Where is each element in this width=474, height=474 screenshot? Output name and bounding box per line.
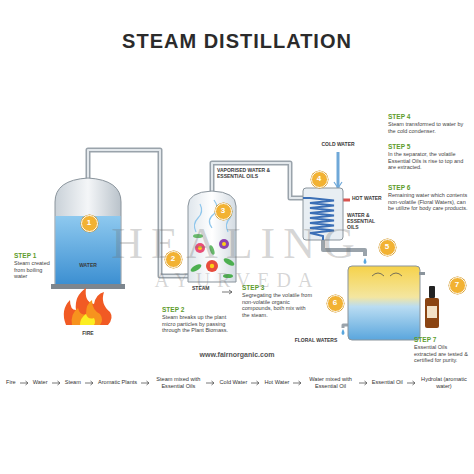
flow-arrow	[141, 380, 150, 386]
callout-circle: 6	[327, 295, 344, 312]
flow-arrow	[52, 380, 61, 386]
callout-number: 4	[317, 175, 321, 183]
flow-step: Water mixed with Essential Oil	[307, 376, 355, 389]
step-text: Remaining water which contents non-volat…	[388, 192, 468, 212]
step-heading: STEP 5	[388, 143, 468, 151]
step-text: Steam created from boiling water	[14, 260, 54, 280]
flow-arrow	[293, 380, 302, 386]
step-heading: STEP 6	[388, 184, 468, 192]
step-text: Steam transformed to water by the cold c…	[388, 121, 468, 134]
callout-number: 1	[87, 219, 91, 227]
step-text: Steam breaks up the plant micro particle…	[162, 314, 240, 334]
callout-circle: 7	[449, 277, 466, 294]
flow-sequence: Fire Water Steam Aromatic Plants Steam mixed…	[6, 376, 468, 389]
callout-number: 6	[333, 299, 337, 307]
step-heading: STEP 1	[14, 252, 54, 260]
flow-arrow	[359, 380, 368, 386]
flow-step: Aromatic Plants	[98, 379, 137, 386]
part-label: VAPORISED WATER & ESSENTIAL OILS	[217, 167, 279, 179]
callout-circle: 1	[81, 215, 98, 232]
website-url: www.fairnorganic.com	[150, 351, 324, 359]
step-text: Segregating the volatile from non-volati…	[242, 292, 312, 318]
watermark: AYURVEDA	[0, 270, 474, 290]
diagram-title: STEAM DISTILLATION	[0, 30, 474, 53]
part-label: WATER	[73, 262, 103, 268]
flow-arrow	[85, 380, 94, 386]
callout-circle: 5	[379, 239, 396, 256]
step-heading: STEP 7	[414, 336, 470, 344]
callout-circle: 3	[215, 203, 232, 220]
callout-circle: 2	[165, 251, 182, 268]
step-text: In the separator, the volatile Essential…	[388, 151, 468, 171]
callout-number: 7	[455, 281, 459, 289]
step-heading: STEP 2	[162, 306, 240, 314]
flow-step: Hydrolat (aromatic water)	[420, 376, 468, 389]
callout-number: 5	[385, 243, 389, 251]
part-label: FLORAL WATERS	[292, 337, 340, 343]
callout-number: 2	[171, 255, 175, 263]
part-label: HOT WATER	[352, 195, 386, 201]
watermark: HEALING	[0, 222, 474, 266]
flow-step: Essential Oil	[372, 379, 403, 386]
part-label: COLD WATER	[316, 141, 360, 147]
part-label: FIRE	[73, 330, 103, 336]
flow-step: Fire	[6, 379, 16, 386]
step-heading: STEP 4	[388, 113, 468, 121]
callout-number: 3	[221, 207, 225, 215]
flow-arrow	[20, 380, 29, 386]
flow-step: Water	[33, 379, 48, 386]
callout-circle: 4	[311, 171, 328, 188]
step-text: Essential Oils extracted are tested & ce…	[414, 344, 470, 364]
flow-arrow	[206, 380, 215, 386]
flow-step: Hot Water	[264, 379, 289, 386]
flow-arrow	[251, 380, 260, 386]
flow-arrow	[407, 380, 416, 386]
flow-step: Steam	[65, 379, 81, 386]
flow-step: Cold Water	[219, 379, 247, 386]
flow-step: Steam mixed with Essential Oils	[154, 376, 202, 389]
